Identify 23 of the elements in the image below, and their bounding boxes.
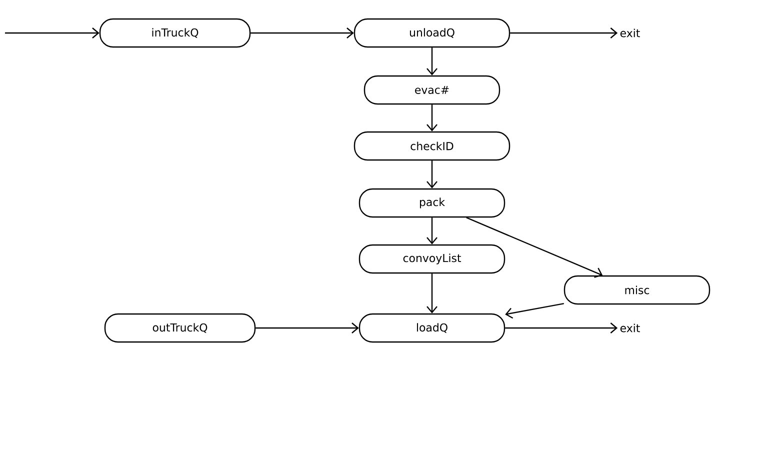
state-pill: pack [358,188,506,218]
arrow [426,104,438,132]
arrow [426,48,438,76]
exit-label: exit [620,28,640,38]
state-pill: loadQ [358,313,506,343]
arrow [510,28,618,38]
state-pill: misc [564,275,710,305]
arrow [250,28,354,38]
arrow [426,218,438,244]
state-pill: evac# [364,75,500,105]
arrow [426,160,438,188]
arrow [466,217,603,278]
state-pill: inTruckQ [99,18,251,48]
state-pill: checkID [354,131,510,161]
arrow [505,322,618,334]
arrow [426,274,438,314]
state-pill: convoyList [358,244,506,274]
exit-label: exit [620,324,640,332]
state-pill: outTruckQ [104,313,256,343]
arrow [5,28,100,38]
arrow [505,302,564,319]
state-pill: unloadQ [354,18,510,48]
arrow [256,322,359,334]
